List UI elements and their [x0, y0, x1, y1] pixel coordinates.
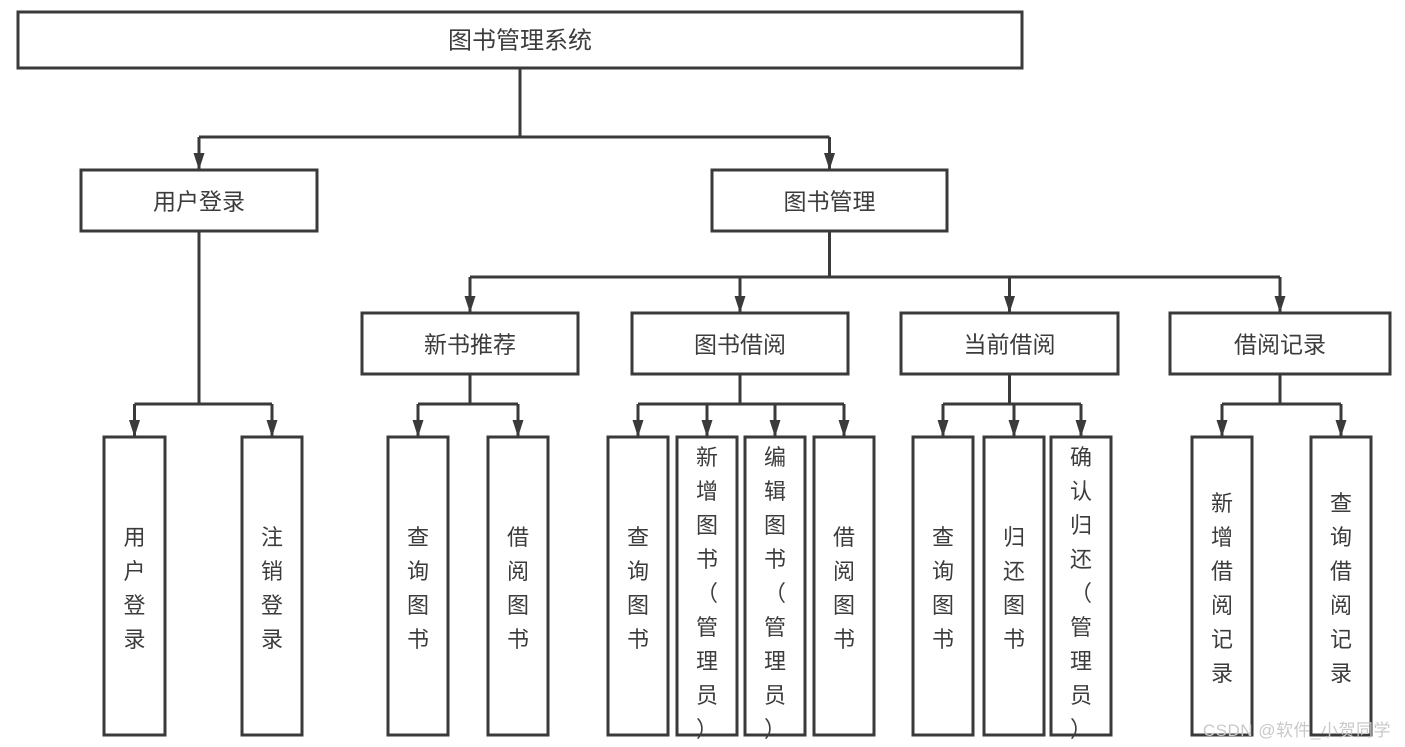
node-level3-新书推荐[interactable]: 新书推荐: [360, 311, 580, 376]
node-leaf-归还图书[interactable]: 归还图书: [982, 435, 1046, 737]
arrow-head-icon: [1216, 420, 1228, 437]
node-box: [360, 311, 580, 376]
node-label: 新书推荐: [424, 332, 516, 358]
arrow-head-icon: [1075, 420, 1087, 437]
node-label: 查询图书: [932, 525, 954, 652]
node-leaf-查询图书[interactable]: 查询图书: [911, 435, 975, 737]
node-label: 查询借阅记录: [1330, 491, 1352, 686]
node-leaf-确认归还管理员[interactable]: 确认归还（管理员）: [1049, 435, 1113, 742]
node-box: [1309, 435, 1373, 737]
node-level3-借阅记录[interactable]: 借阅记录: [1168, 311, 1392, 376]
node-box: [102, 435, 167, 737]
node-level3-当前借阅[interactable]: 当前借阅: [899, 311, 1120, 376]
node-box: [1049, 435, 1113, 737]
arrow-head-icon: [1274, 296, 1286, 313]
node-label: 图书借阅: [694, 332, 786, 358]
node-label: 图书管理系统: [448, 28, 592, 55]
node-label: 归还图书: [1003, 525, 1025, 652]
node-box: [743, 435, 807, 737]
node-label: 编辑图书（管理员）: [764, 445, 786, 742]
arrow-head-icon: [193, 153, 205, 170]
node-box: [606, 435, 670, 737]
node-leaf-查询图书[interactable]: 查询图书: [386, 435, 450, 737]
node-box: [486, 435, 550, 737]
node-leaf-查询借阅记录[interactable]: 查询借阅记录: [1309, 435, 1373, 737]
node-leaf-用户登录[interactable]: 用户登录: [102, 435, 167, 737]
node-box: [911, 435, 975, 737]
arrow-head-icon: [512, 420, 524, 437]
arrow-head-icon: [701, 420, 713, 437]
node-leaf-查询图书[interactable]: 查询图书: [606, 435, 670, 737]
node-label: 用户登录: [153, 189, 245, 215]
node-label: 借阅图书: [833, 525, 855, 652]
node-leaf-新增借阅记录[interactable]: 新增借阅记录: [1190, 435, 1254, 737]
node-level2-用户登录[interactable]: 用户登录: [79, 168, 319, 233]
node-leaf-新增图书管理员[interactable]: 新增图书（管理员）: [675, 435, 739, 742]
arrow-head-icon: [769, 420, 781, 437]
node-label: 借阅记录: [1234, 332, 1326, 358]
node-level2-图书管理[interactable]: 图书管理: [710, 168, 949, 233]
node-leaf-注销登录[interactable]: 注销登录: [240, 435, 304, 737]
node-box: [982, 435, 1046, 737]
arrow-head-icon: [734, 296, 746, 313]
node-box: [1168, 311, 1392, 376]
node-box: [812, 435, 876, 737]
node-leaf-借阅图书[interactable]: 借阅图书: [486, 435, 550, 737]
node-label: 注销登录: [261, 525, 283, 652]
arrow-head-icon: [632, 420, 644, 437]
arrow-head-icon: [937, 420, 949, 437]
node-leaf-借阅图书[interactable]: 借阅图书: [812, 435, 876, 737]
arrow-head-icon: [824, 153, 835, 170]
node-leaf-编辑图书管理员[interactable]: 编辑图书（管理员）: [743, 435, 807, 742]
arrow-head-icon: [412, 420, 424, 437]
node-box: [240, 435, 304, 737]
node-label: 当前借阅: [964, 332, 1056, 358]
node-box: [899, 311, 1120, 376]
arrow-head-icon: [1008, 420, 1020, 437]
node-label: 新增图书（管理员）: [696, 445, 718, 742]
node-box: [386, 435, 450, 737]
node-box: [16, 10, 1024, 70]
arrow-head-icon: [1335, 420, 1347, 437]
node-box: [675, 435, 739, 737]
arrow-head-icon: [464, 296, 476, 313]
node-label: 借阅图书: [507, 525, 529, 652]
arrow-head-icon: [129, 420, 140, 437]
arrow-head-icon: [1004, 296, 1015, 313]
node-box: [630, 311, 850, 376]
node-box: [710, 168, 949, 233]
node-label: 查询图书: [407, 525, 429, 652]
node-label: 用户登录: [123, 525, 145, 652]
node-label: 新增借阅记录: [1211, 491, 1233, 686]
connector-layer: [129, 68, 1347, 437]
node-label: 查询图书: [627, 525, 649, 652]
node-label: 确认归还（管理员）: [1070, 445, 1092, 742]
node-root-图书管理系统[interactable]: 图书管理系统: [16, 10, 1024, 70]
arrow-head-icon: [838, 420, 850, 437]
node-level3-图书借阅[interactable]: 图书借阅: [630, 311, 850, 376]
node-layer: 图书管理系统用户登录图书管理新书推荐图书借阅当前借阅借阅记录用户登录注销登录查询…: [16, 10, 1392, 742]
node-box: [79, 168, 319, 233]
node-label: 图书管理: [784, 189, 876, 215]
node-box: [1190, 435, 1254, 737]
arrow-head-icon: [266, 420, 278, 437]
